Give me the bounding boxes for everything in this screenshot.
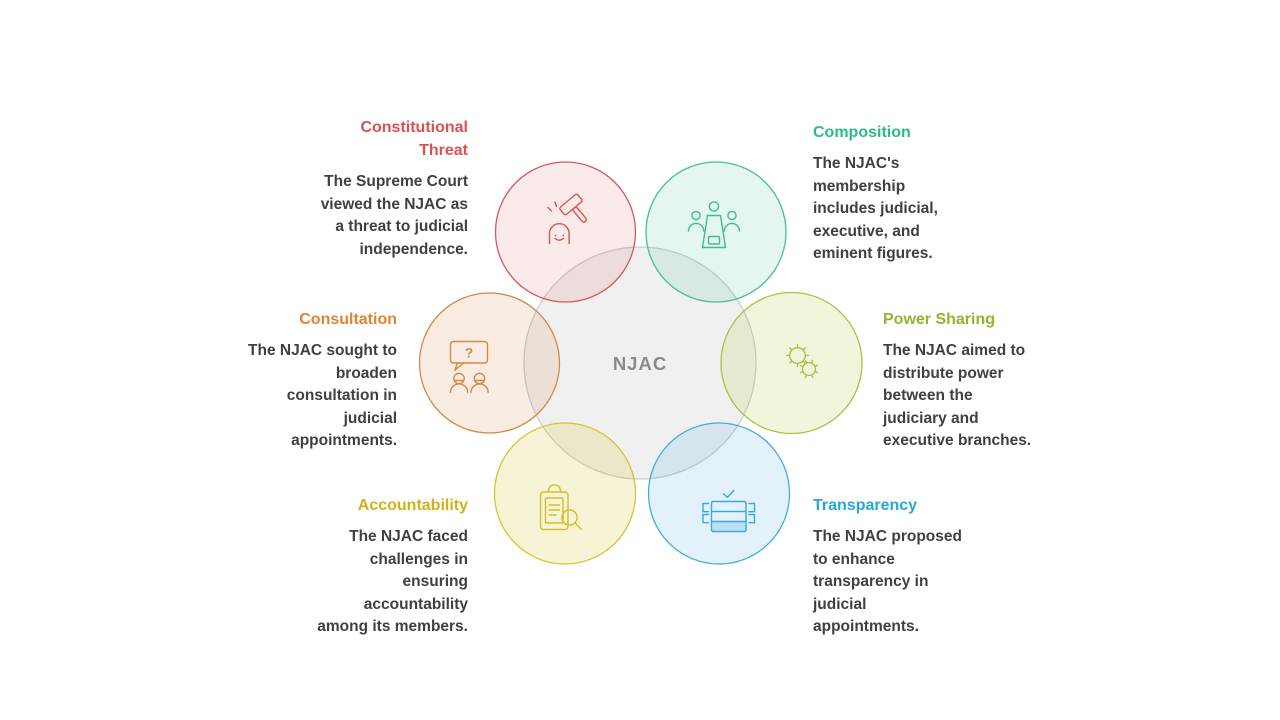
power-sharing-circle	[720, 291, 863, 435]
section-title: Power Sharing	[883, 311, 996, 328]
section-title: Transparency	[813, 497, 918, 514]
meeting-icon	[687, 201, 741, 249]
question-mark-glyph: ?	[465, 345, 474, 361]
section-title: Constitutional Threat	[360, 119, 468, 159]
gavel-icon	[547, 193, 588, 245]
gears-icon	[786, 344, 819, 379]
section-description: The NJAC sought to broaden consultation …	[248, 342, 397, 449]
section-title: Composition	[813, 124, 911, 141]
section-description: The NJAC aimed to distribute power betwe…	[883, 342, 1032, 449]
section-power-sharing: Power Sharing The NJAC aimed to distribu…	[883, 308, 1031, 453]
section-description: The NJAC's membership includes judicial,…	[813, 155, 938, 262]
section-consultation: Consultation The NJAC sought to broaden …	[248, 308, 397, 453]
section-title: Consultation	[299, 311, 397, 328]
consultation-circle	[418, 292, 561, 434]
section-accountability: Accountability The NJAC faced challenges…	[317, 494, 468, 639]
question-discussion-icon: ?	[449, 340, 489, 394]
section-constitutional-threat: Constitutional Threat The Supreme Court …	[313, 116, 468, 261]
constitutional-threat-circle	[494, 161, 637, 303]
section-title: Accountability	[357, 497, 468, 514]
section-description: The NJAC faced challenges in ensuring ac…	[317, 528, 468, 635]
section-composition: Composition The NJAC's membership includ…	[813, 121, 938, 266]
section-transparency: Transparency The NJAC proposed to enhanc…	[813, 494, 962, 639]
accountability-circle	[493, 422, 637, 565]
center-label: NJAC	[612, 353, 668, 374]
clipboard-search-icon	[539, 484, 583, 531]
section-description: The NJAC proposed to enhance transparenc…	[813, 528, 962, 635]
transparency-circle	[647, 422, 791, 565]
section-description: The Supreme Court viewed the NJAC as a t…	[320, 173, 468, 258]
ballot-box-check-icon	[702, 489, 756, 533]
center-circle	[523, 246, 757, 480]
